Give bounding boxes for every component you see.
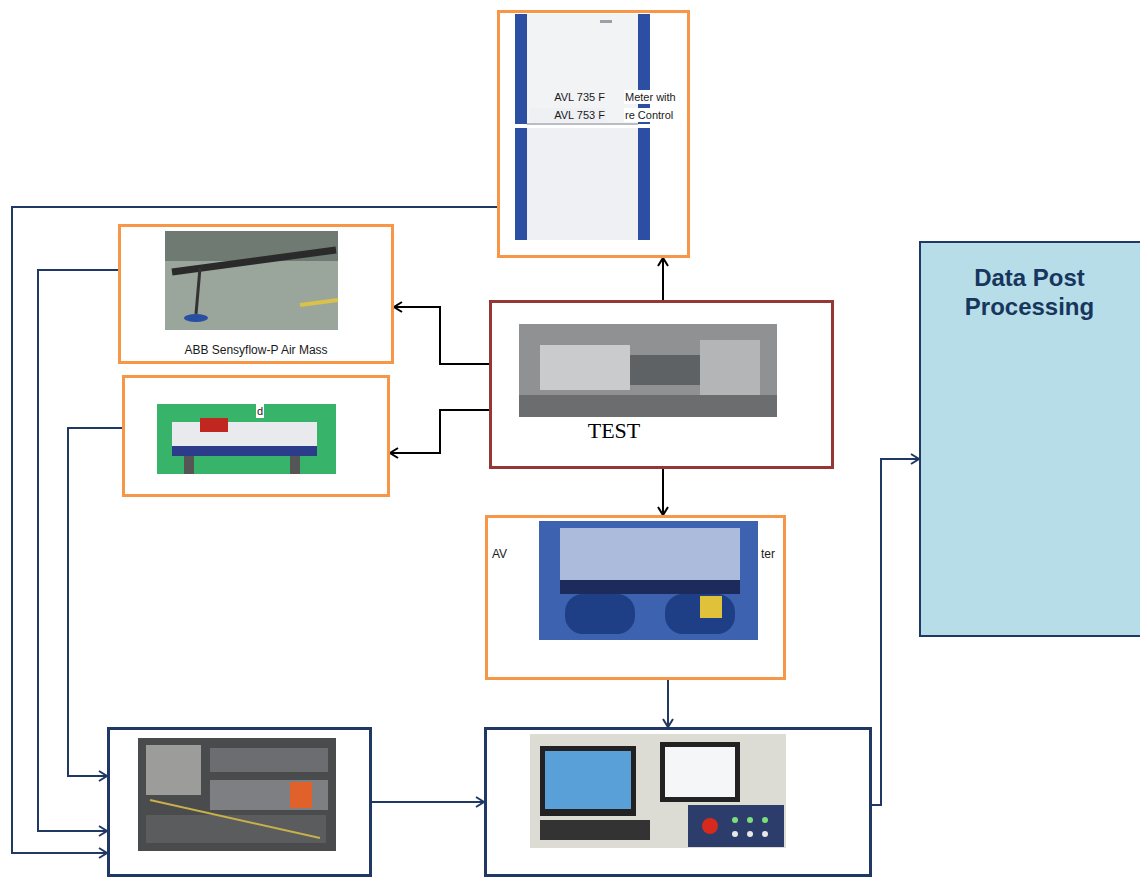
dyno-part: [700, 596, 722, 618]
monitor: [540, 746, 636, 816]
cabinet-body: [515, 128, 650, 240]
fuel-meter-photo: [515, 14, 650, 240]
module: [290, 782, 312, 808]
instrument-box: AVL 735 F Meter withAVL 753 F re Control: [497, 10, 690, 258]
device-leg: [184, 456, 194, 474]
dyno-frame: [560, 528, 740, 588]
monitor-screen: [665, 747, 735, 797]
console-button: [747, 817, 753, 823]
photo-ground: [138, 738, 336, 851]
photo-ground: [165, 231, 338, 330]
cabinet-panel: [515, 14, 527, 124]
console-button: [762, 831, 768, 837]
cabinet-panel: [146, 745, 201, 795]
device-base: [172, 446, 317, 456]
control-desk-photo: [530, 734, 786, 848]
emergency-stop: [702, 818, 718, 834]
device-body: [172, 422, 317, 450]
box-label: re Control: [624, 108, 674, 122]
signal-arrow: [12, 207, 497, 853]
photo-ground: [539, 521, 758, 640]
dyno-rail: [560, 580, 740, 594]
engine-part: [630, 355, 700, 385]
cabinet-seam: [527, 123, 638, 125]
signal-arrow: [394, 307, 489, 364]
keyboard: [540, 820, 650, 840]
signal-arrow: [662, 469, 664, 515]
bench-floor: [519, 395, 777, 417]
test-cell-photo: [519, 324, 777, 417]
signal-arrow: [390, 410, 489, 453]
monitor: [660, 742, 740, 802]
box-label: ter: [761, 547, 775, 562]
instrument-box: AV ter: [485, 515, 786, 680]
dynamometer-photo: [539, 521, 758, 640]
device-part: [200, 418, 228, 432]
console-button: [762, 817, 768, 823]
air-mass-photo: [165, 231, 338, 330]
engine-block: [540, 345, 630, 390]
signal-arrow: [667, 680, 669, 727]
terminal-rail: [210, 780, 328, 810]
tube-stand: [196, 268, 200, 314]
processing-box: Data Post Processing: [919, 241, 1140, 637]
terminal-rail: [210, 748, 328, 772]
cabinet-photo: [138, 738, 336, 851]
floor-marking: [300, 300, 338, 305]
console-button: [732, 817, 738, 823]
console-button: [732, 831, 738, 837]
dyno-roller: [565, 594, 635, 634]
box-label: ABB Sensyflow-P Air Mass: [121, 343, 391, 358]
cabinet-panel: [638, 128, 650, 240]
control-room-box: [484, 727, 872, 877]
signal-arrow: [872, 459, 919, 805]
instrument-box: d: [122, 375, 390, 497]
dyno-roller: [665, 594, 735, 634]
test-box: TEST: [489, 300, 834, 469]
box-label: TEST: [554, 417, 674, 445]
control-console: [688, 805, 784, 847]
engine-part: [700, 340, 760, 395]
photo-ground: [157, 404, 336, 474]
monitor-screen: [545, 751, 631, 809]
box-label: d: [256, 404, 264, 418]
cabinet-badge: [600, 20, 612, 23]
signal-arrow: [662, 258, 664, 300]
stand-base: [184, 314, 208, 322]
signal-arrow: [68, 428, 122, 776]
box-label: Data Post Processing: [927, 263, 1132, 321]
box-label: Meter with: [624, 90, 677, 104]
air-tube: [172, 250, 336, 272]
box-label: AVL 753 F: [530, 108, 606, 122]
photo-ground: [530, 734, 786, 848]
signal-arrow: [38, 270, 118, 831]
device-leg: [290, 456, 300, 474]
acquisition-box: [107, 727, 372, 877]
instrument-box: ABB Sensyflow-P Air Mass: [118, 224, 394, 364]
cabinet-panel: [515, 128, 527, 240]
wire: [150, 800, 320, 838]
signal-arrow: [372, 801, 484, 803]
photo-ground: [519, 324, 777, 417]
box-label: AVL 735 F: [530, 90, 606, 104]
console-button: [747, 831, 753, 837]
instrument-photo: [157, 404, 336, 474]
box-label: AV: [492, 547, 507, 562]
